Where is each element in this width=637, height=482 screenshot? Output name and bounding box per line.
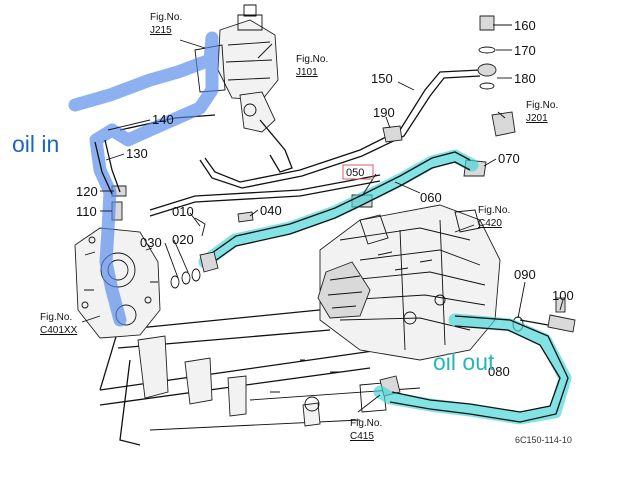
- part-label-020: 020: [172, 232, 194, 247]
- part-label-120: 120: [76, 184, 98, 199]
- part-label-050: 050: [346, 167, 364, 179]
- part-label-090: 090: [514, 267, 536, 282]
- fig-ref-j215-line1: Fig.No.: [150, 12, 182, 23]
- part-label-140: 140: [152, 112, 174, 127]
- fig-ref-c401xx-line1: Fig.No.: [40, 312, 72, 323]
- oil-out-label: oil out: [433, 349, 495, 375]
- part-label-010: 010: [172, 204, 194, 219]
- part-label-190: 190: [373, 105, 395, 120]
- part-label-170: 170: [514, 43, 536, 58]
- part-050-highlight-box: [342, 164, 374, 180]
- oil-out-highlight: [198, 149, 572, 425]
- part-label-030: 030: [140, 235, 162, 250]
- pipe-foreground: [94, 139, 569, 423]
- part-label-150: 150: [371, 71, 393, 86]
- fig-ref-c415-line2: C415: [350, 431, 374, 442]
- part-label-100: 100: [552, 288, 574, 303]
- part-labels: 160 170 180 150 190 140 130 120 110 050 …: [76, 18, 574, 379]
- steering-unit: [194, 4, 293, 173]
- part-label-180: 180: [514, 71, 536, 86]
- leader-lines: [81, 24, 564, 413]
- oil-in-label: oil in: [12, 131, 59, 157]
- frame-drawing: [99, 284, 471, 446]
- pipes: [111, 15, 576, 397]
- fig-ref-j201-line1: Fig.No.: [526, 100, 558, 111]
- part-label-160: 160: [514, 18, 536, 33]
- fig-ref-c420-line1: Fig.No.: [478, 205, 510, 216]
- oil-in-highlight: [68, 31, 219, 327]
- part-label-130: 130: [126, 146, 148, 161]
- part-label-110: 110: [76, 204, 97, 219]
- fig-ref-c401xx-line2: C401XX: [40, 325, 78, 336]
- figure-references: Fig.No. J215 Fig.No. J101 Fig.No. J201 F…: [40, 12, 558, 442]
- part-label-040: 040: [260, 203, 282, 218]
- fig-ref-j101-line1: Fig.No.: [296, 54, 328, 65]
- fig-ref-j101-line2: J101: [296, 67, 318, 78]
- diagram-code: 6C150-114-10: [515, 435, 572, 445]
- part-label-080: 080: [488, 364, 510, 379]
- fig-ref-c420-line2: C420: [478, 218, 502, 229]
- transmission-housing: [317, 204, 501, 361]
- fig-ref-c415-line1: Fig.No.: [350, 418, 382, 429]
- fig-ref-j201-line2: J201: [526, 113, 548, 124]
- part-label-060: 060: [420, 190, 442, 205]
- part-label-070: 070: [498, 151, 520, 166]
- fig-ref-j215-line2: J215: [150, 25, 172, 36]
